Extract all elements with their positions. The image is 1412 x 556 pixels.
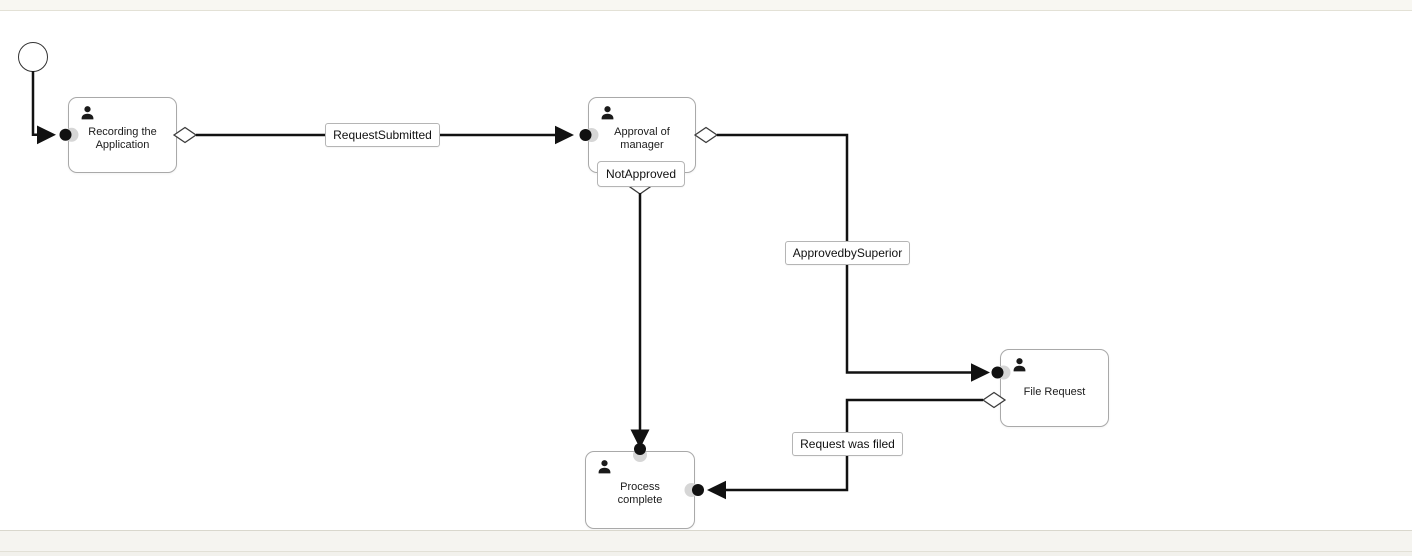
output-port-diamond[interactable]: [172, 126, 198, 144]
input-port[interactable]: [579, 129, 592, 141]
transition-label-text: RequestSubmitted: [333, 128, 432, 142]
arrowhead: [971, 363, 990, 382]
connector-line[interactable]: [31, 71, 38, 137]
user-icon: [598, 460, 611, 474]
node-approval-of-manager[interactable]: Approval of manager: [588, 97, 696, 173]
arrowhead: [630, 429, 650, 449]
top-edge-bar: [0, 0, 1412, 11]
user-icon: [81, 106, 94, 120]
transition-label-text: ApprovedbySuperior: [792, 246, 903, 260]
connector-start-to-recording[interactable]: [31, 71, 79, 145]
connector-not-approved[interactable]: [628, 179, 652, 462]
node-label: Recording the Application: [88, 126, 157, 151]
transition-label-request-submitted[interactable]: RequestSubmitted: [325, 123, 440, 147]
transition-label-request-was-filed[interactable]: Request was filed: [792, 432, 903, 456]
output-port-diamond[interactable]: [981, 391, 1007, 409]
node-file-request[interactable]: File Request: [1000, 349, 1109, 427]
node-label: Approval of manager: [614, 126, 670, 151]
transition-label-text: Request was filed: [800, 437, 895, 451]
node-process-complete[interactable]: Process complete: [585, 451, 695, 529]
bottom-edge-bar-secondary: [0, 551, 1412, 556]
input-port[interactable]: [991, 366, 1004, 379]
transition-label-approved-by-superior[interactable]: ApprovedbySuperior: [785, 241, 910, 265]
user-icon: [1013, 358, 1026, 372]
node-recording-the-application[interactable]: Recording the Application: [68, 97, 177, 173]
output-port-diamond[interactable]: [693, 126, 719, 144]
input-port[interactable]: [634, 443, 646, 455]
user-icon: [601, 106, 614, 120]
transition-label-text: NotApproved: [605, 167, 677, 181]
transition-label-not-approved[interactable]: NotApproved: [597, 161, 685, 187]
node-label: Process complete: [617, 481, 663, 506]
arrowhead: [707, 480, 726, 500]
input-port[interactable]: [59, 128, 72, 141]
input-port[interactable]: [692, 484, 704, 496]
arrowhead: [555, 125, 574, 145]
node-label: File Request: [1023, 385, 1086, 398]
arrowhead: [37, 125, 56, 145]
bottom-edge-bar: [0, 530, 1412, 551]
